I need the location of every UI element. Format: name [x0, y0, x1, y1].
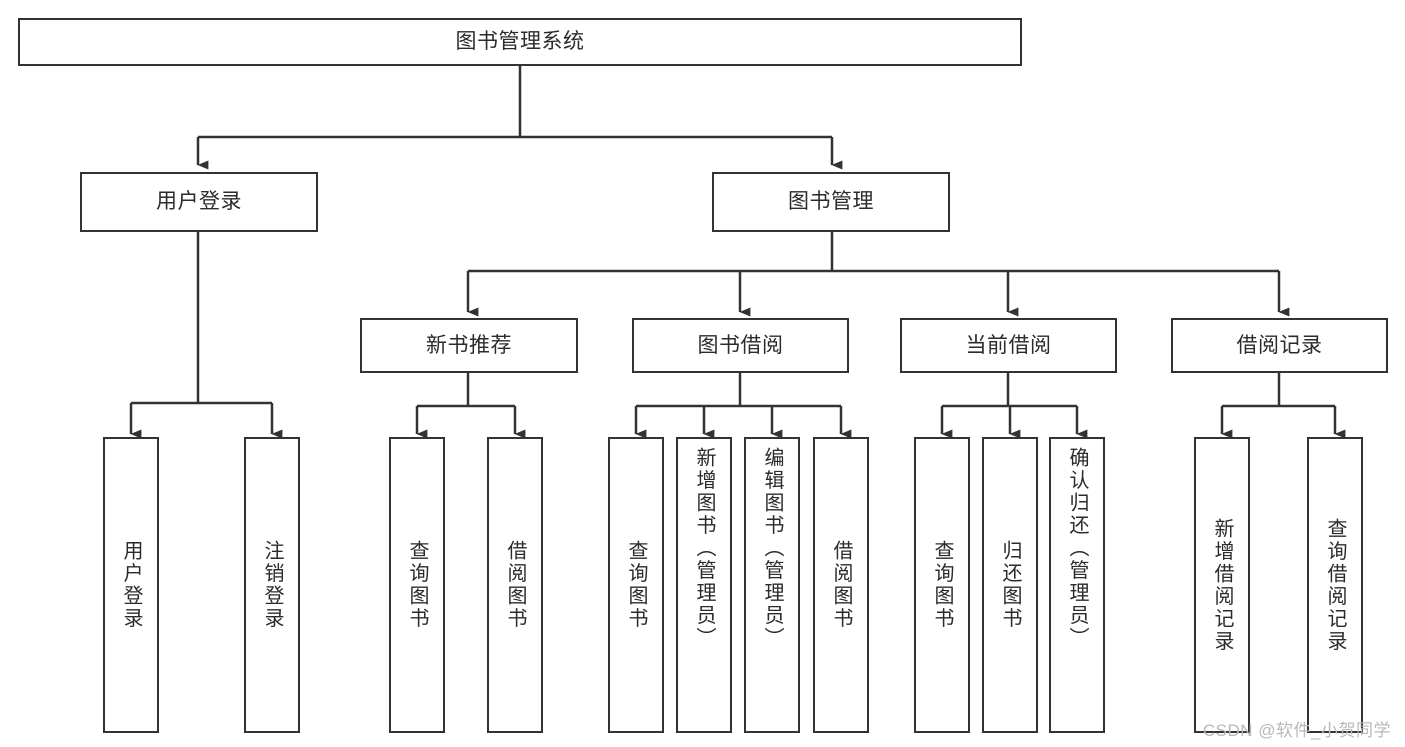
node-leaf-user-login[interactable]: 用户登录: [103, 437, 159, 733]
node-leaf-query-record[interactable]: 查询借阅记录: [1307, 437, 1363, 733]
node-book-manage[interactable]: 图书管理: [712, 172, 950, 232]
node-user-login[interactable]: 用户登录: [80, 172, 318, 232]
node-leaf-confirm-return-label: 确认归还（管理员）: [1066, 447, 1088, 650]
node-current-borrow[interactable]: 当前借阅: [900, 318, 1117, 373]
node-leaf-borrow-book-label: 借阅图书: [830, 540, 852, 630]
node-leaf-borrow-book-new[interactable]: 借阅图书: [487, 437, 543, 733]
node-leaf-query-book-borrow-label: 查询图书: [625, 540, 647, 630]
node-current-borrow-label: 当前借阅: [965, 333, 1052, 357]
node-leaf-borrow-book[interactable]: 借阅图书: [813, 437, 869, 733]
node-leaf-edit-book[interactable]: 编辑图书（管理员）: [744, 437, 800, 733]
csdn-watermark: CSDN @软件_小贺同学: [1202, 721, 1391, 740]
node-leaf-return-book[interactable]: 归还图书: [982, 437, 1038, 733]
node-leaf-add-book[interactable]: 新增图书（管理员）: [676, 437, 732, 733]
node-leaf-confirm-return[interactable]: 确认归还（管理员）: [1049, 437, 1105, 733]
node-leaf-user-login-label: 用户登录: [120, 540, 142, 630]
node-new-book-recommend[interactable]: 新书推荐: [360, 318, 578, 373]
node-leaf-query-book-current[interactable]: 查询图书: [914, 437, 970, 733]
node-leaf-user-logout-label: 注销登录: [261, 540, 283, 630]
node-leaf-edit-book-label: 编辑图书（管理员）: [761, 447, 783, 650]
node-leaf-borrow-book-new-label: 借阅图书: [504, 540, 526, 630]
node-leaf-query-book-new-label: 查询图书: [406, 540, 428, 630]
node-leaf-user-logout[interactable]: 注销登录: [244, 437, 300, 733]
node-leaf-add-record-label: 新增借阅记录: [1211, 517, 1233, 653]
node-leaf-query-book-new[interactable]: 查询图书: [389, 437, 445, 733]
node-leaf-query-book-current-label: 查询图书: [931, 540, 953, 630]
node-book-borrow-label: 图书借阅: [697, 333, 784, 357]
node-root-label: 图书管理系统: [455, 30, 585, 54]
node-borrow-record-label: 借阅记录: [1236, 333, 1323, 357]
node-leaf-add-record[interactable]: 新增借阅记录: [1194, 437, 1250, 733]
node-leaf-add-book-label: 新增图书（管理员）: [693, 447, 715, 650]
node-leaf-query-book-borrow[interactable]: 查询图书: [608, 437, 664, 733]
node-leaf-query-record-label: 查询借阅记录: [1324, 517, 1346, 653]
node-borrow-record[interactable]: 借阅记录: [1171, 318, 1388, 373]
node-user-login-label: 用户登录: [156, 190, 242, 214]
node-new-book-recommend-label: 新书推荐: [426, 333, 512, 357]
node-book-manage-label: 图书管理: [788, 190, 874, 214]
node-root[interactable]: 图书管理系统: [18, 18, 1022, 66]
node-leaf-return-book-label: 归还图书: [999, 540, 1021, 630]
node-book-borrow[interactable]: 图书借阅: [632, 318, 849, 373]
